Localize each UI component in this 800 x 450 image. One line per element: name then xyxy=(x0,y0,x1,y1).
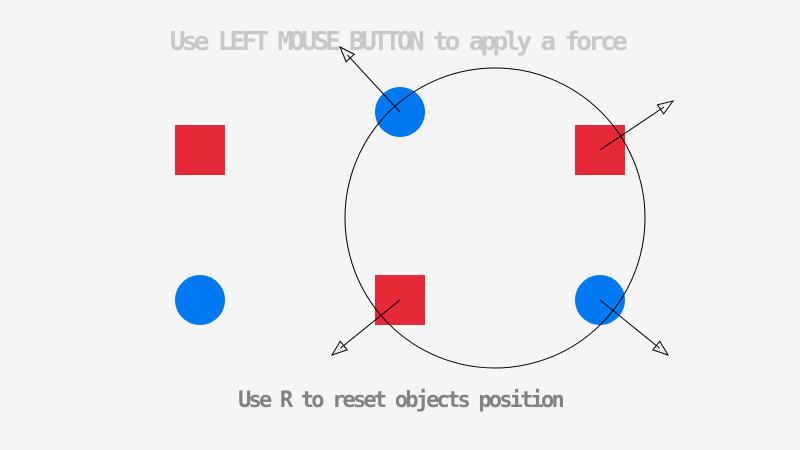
force-arrow-head xyxy=(339,45,356,63)
force-arrow-line xyxy=(599,299,660,349)
force-arrow-head xyxy=(656,100,675,115)
force-arrow-head xyxy=(652,340,670,356)
force-arrow-head xyxy=(330,340,348,356)
force-arrow-line xyxy=(347,54,401,113)
force-arrow-line xyxy=(599,106,665,151)
boundary-circle-outline xyxy=(344,67,646,369)
red-box-left[interactable] xyxy=(175,125,225,175)
blue-ball-left[interactable] xyxy=(175,275,225,325)
force-arrow-line xyxy=(340,299,401,349)
